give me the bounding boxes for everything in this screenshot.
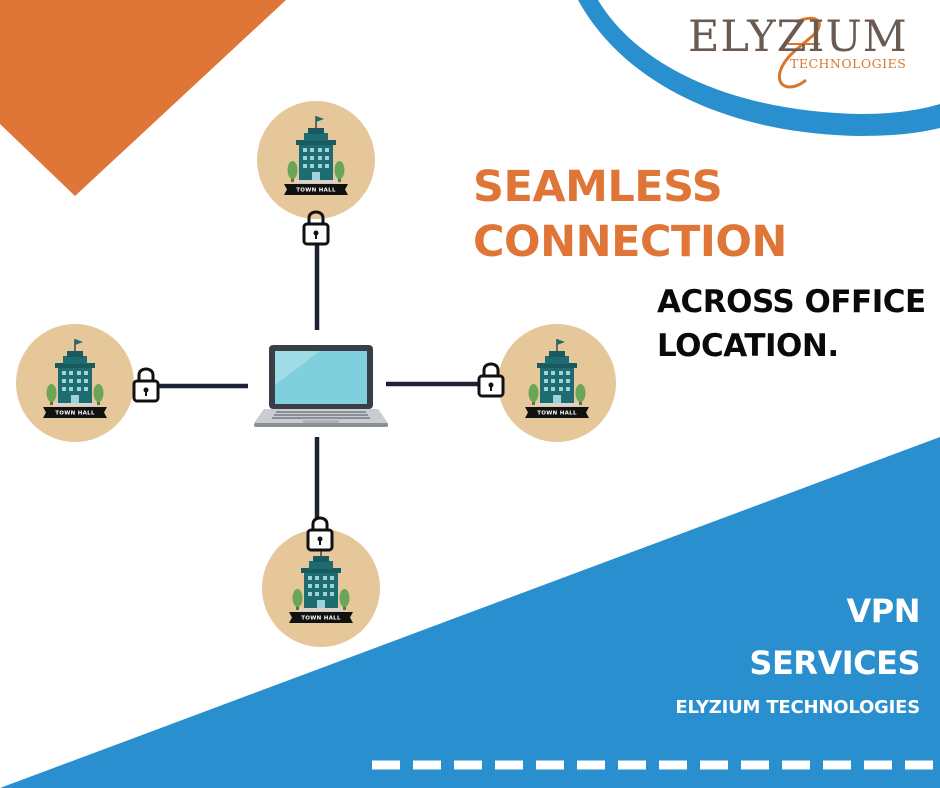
subheadline: ACROSS OFFICE LOCATION. <box>657 280 926 368</box>
blue-arc <box>578 0 940 136</box>
blue-triangle <box>0 437 940 788</box>
headline-line-1: SEAMLESS <box>473 162 723 212</box>
townhall-icon-left: TOWN HALL <box>15 323 135 443</box>
company-name: ELYZIUM TECHNOLOGIES <box>675 697 920 718</box>
townhall-icon-right: TOWN HALL <box>497 323 617 443</box>
headline-line-2: CONNECTION <box>473 217 787 267</box>
townhall-label-right: TOWN HALL <box>537 411 577 417</box>
townhall-icon-top: TOWN HALL <box>256 100 376 220</box>
subheadline-line-2: LOCATION. <box>657 328 839 364</box>
service-title-line-1: VPN <box>846 592 921 630</box>
townhall-label-bottom: TOWN HALL <box>301 616 341 622</box>
orange-triangle <box>0 0 286 196</box>
service-title-line-2: SERVICES <box>749 644 920 682</box>
townhall-icon-bottom: TOWN HALL <box>261 528 381 648</box>
logo-sub-text: TECHNOLOGIES <box>790 56 907 71</box>
subheadline-line-1: ACROSS OFFICE <box>657 284 926 320</box>
connector-lines <box>158 240 480 518</box>
laptop-icon <box>254 345 388 427</box>
townhall-label-top: TOWN HALL <box>296 188 336 194</box>
padlock-icon-right <box>477 362 505 398</box>
logo-main-text: ELYZIUM <box>688 12 908 62</box>
townhall-label-left: TOWN HALL <box>55 411 95 417</box>
headline: SEAMLESS CONNECTION <box>473 160 787 270</box>
padlock-icon-left <box>132 367 160 403</box>
logo-swirl-icon <box>777 16 821 89</box>
company-logo: ELYZIUM TECHNOLOGIES <box>688 14 938 94</box>
padlock-icon-bottom <box>306 516 334 552</box>
